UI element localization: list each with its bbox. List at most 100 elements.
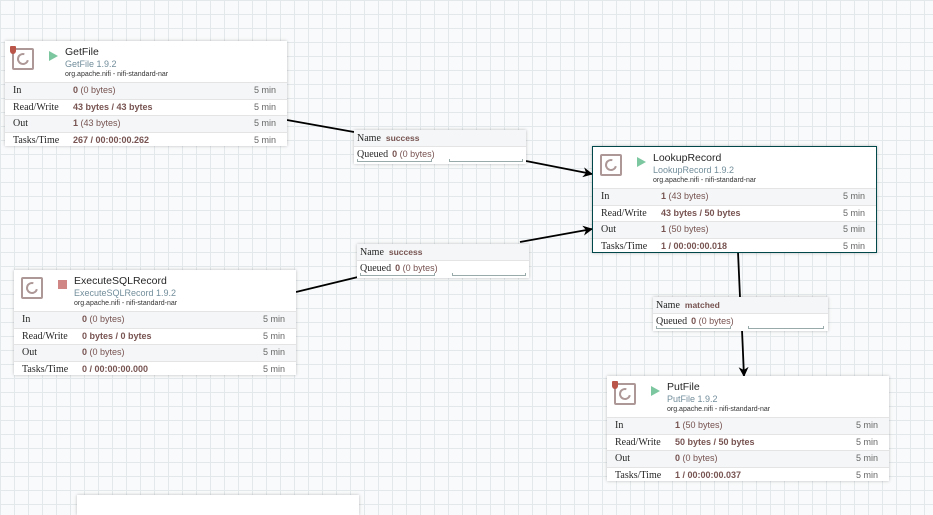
stat-row-in: In 1 (43 bytes) 5 min [593,188,876,205]
stat-value: 0 (0 bytes) [82,345,125,361]
stat-value: 0 (0 bytes) [82,312,125,328]
stat-label: Tasks/Time [13,134,60,146]
queued-size: (0 bytes) [399,149,435,159]
stat-size: (0 bytes) [89,314,125,324]
stat-time: 5 min [855,469,878,480]
stat-value: 0 / 00:00:00.000 [82,362,148,378]
running-state-icon [49,51,58,61]
stat-value: 43 bytes / 50 bytes [661,206,741,222]
processor-name: GetFile [65,46,99,58]
stat-time: 5 min [855,420,878,430]
connection-queued-label: Queued [656,316,688,327]
stat-time: 5 min [842,207,865,218]
running-state-icon [651,386,660,396]
stat-row-in: In 0 (0 bytes) 5 min [14,311,296,328]
stat-time: 5 min [855,453,878,463]
connection-name-value: matched [684,300,720,310]
stat-label: Tasks/Time [601,240,648,252]
backpressure-bars [656,326,825,329]
backpressure-bars [360,273,526,276]
processor-partial-offscreen[interactable] [77,495,359,515]
stat-size: (0 bytes) [89,347,125,357]
processor-name: ExecuteSQLRecord [74,275,167,287]
stat-row-read-write: Read/Write 0 bytes / 0 bytes 5 min [14,327,296,345]
stat-label: In [601,191,610,202]
processor-lookuprecord[interactable]: LookupRecord LookupRecord 1.9.2 org.apac… [592,146,877,253]
processor-getfile[interactable]: GetFile GetFile 1.9.2 org.apache.nifi - … [5,41,287,146]
processor-executesqlrecord[interactable]: ExecuteSQLRecord ExecuteSQLRecord 1.9.2 … [14,270,296,375]
stat-row-tasks-time: Tasks/Time 267 / 00:00:00.262 5 min [5,131,287,149]
processor-icon [600,154,622,176]
stat-row-tasks-time: Tasks/Time 0 / 00:00:00.000 5 min [14,360,296,378]
stat-value: 1 / 00:00:00.018 [661,239,727,255]
processor-name: LookupRecord [653,152,722,164]
stopped-state-icon [58,280,67,289]
backpressure-count-bar [656,326,731,329]
stat-row-out: Out 0 (0 bytes) 5 min [607,450,889,467]
stat-label: Out [601,224,616,235]
stat-time: 5 min [262,314,285,324]
stat-tasks-value: 1 / 00:00:00.037 [675,469,742,480]
stat-count: 0 [82,314,88,324]
connection-queued-value: 0 (0 bytes) [691,316,734,326]
stat-size: (0 bytes) [682,453,718,463]
stat-tasks-value: 0 / 00:00:00.000 [82,363,149,374]
stat-rw-value: 43 bytes / 43 bytes [73,101,153,112]
stat-value: 1 (50 bytes) [675,418,723,434]
stat-row-tasks-time: Tasks/Time 1 / 00:00:00.037 5 min [607,466,889,484]
restricted-shield-icon [10,46,16,54]
stat-time: 5 min [842,240,865,251]
stat-row-tasks-time: Tasks/Time 1 / 00:00:00.018 5 min [593,237,876,255]
connection-name-value: success [385,133,420,143]
stat-count: 1 [661,191,667,201]
stat-label: Out [13,118,28,129]
stat-rw-value: 0 bytes / 0 bytes [82,330,152,341]
stat-row-out: Out 1 (50 bytes) 5 min [593,221,876,238]
stat-label: Read/Write [13,101,59,113]
stat-row-read-write: Read/Write 43 bytes / 50 bytes 5 min [593,204,876,222]
running-state-icon [637,157,646,167]
stat-time: 5 min [253,85,276,95]
stat-size: (50 bytes) [668,224,709,234]
stat-time: 5 min [262,363,285,374]
stat-label: Read/Write [601,207,647,219]
stat-label: Read/Write [615,436,661,448]
stat-time: 5 min [262,347,285,357]
stat-value: 43 bytes / 43 bytes [73,100,153,116]
processor-icon [21,277,43,299]
stat-time: 5 min [262,330,285,341]
stat-time: 5 min [253,134,276,145]
connection-queued-label: Queued [357,149,389,160]
processor-bundle: org.apache.nifi - nifi-standard-nar [74,300,178,307]
connection-name-label: Name [357,133,381,144]
processor-type: GetFile 1.9.2 [65,59,117,69]
stat-size: (0 bytes) [80,85,116,95]
stat-time: 5 min [855,436,878,447]
backpressure-count-bar [357,159,432,162]
stat-value: 1 / 00:00:00.037 [675,468,741,484]
processor-type: ExecuteSQLRecord 1.9.2 [74,288,177,298]
stat-row-out: Out 1 (43 bytes) 5 min [5,115,287,132]
stat-value: 1 (50 bytes) [661,222,709,238]
stat-rw-value: 43 bytes / 50 bytes [661,207,741,218]
stat-rw-value: 50 bytes / 50 bytes [675,436,755,447]
stat-count: 1 [675,420,681,430]
stat-label: In [615,420,624,431]
queued-count: 0 [392,149,398,159]
stat-value: 50 bytes / 50 bytes [675,435,755,451]
stat-count: 0 [73,85,79,95]
processor-putfile[interactable]: PutFile PutFile 1.9.2 org.apache.nifi - … [607,376,889,481]
stat-row-read-write: Read/Write 43 bytes / 43 bytes 5 min [5,98,287,116]
stat-value: 0 (0 bytes) [73,83,116,99]
stat-row-out: Out 0 (0 bytes) 5 min [14,344,296,361]
restricted-shield-icon [612,381,618,389]
